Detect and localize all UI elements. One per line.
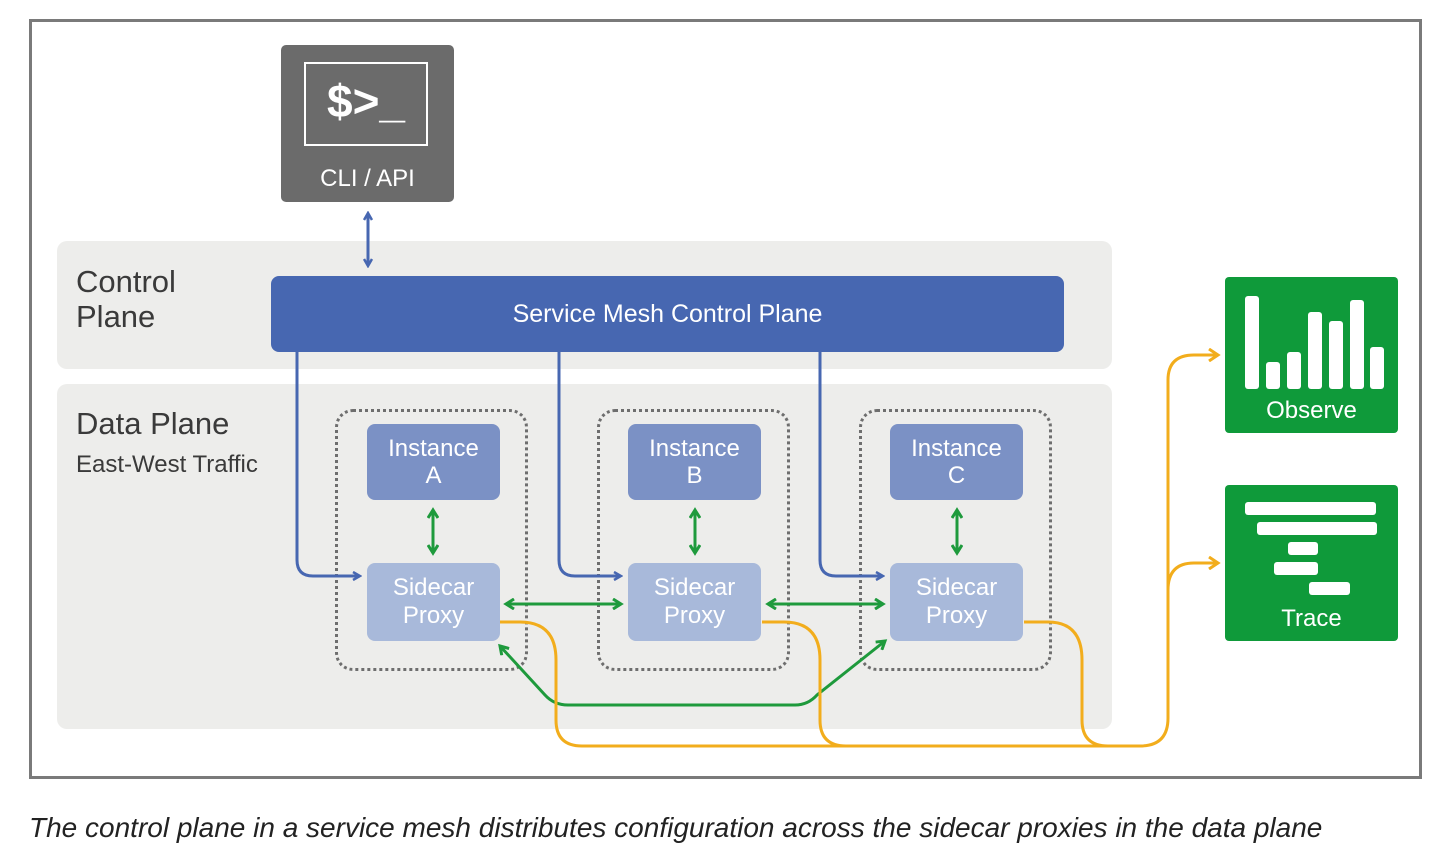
pod-a	[335, 409, 528, 671]
service-mesh-control-plane-label: Service Mesh Control Plane	[512, 299, 823, 328]
data-plane-title: Data Plane	[76, 406, 230, 441]
instance-a: Instance A	[367, 424, 500, 500]
telemetry-line-c	[1024, 620, 1170, 748]
terminal-prompt: $>_	[326, 75, 406, 127]
sidecar-proxy-b-line2: Proxy	[663, 602, 726, 629]
sidecar-proxy-a-line1: Sidecar	[392, 574, 475, 601]
sidecar-proxy-a-line2: Proxy	[402, 602, 465, 629]
instance-b-line1: Instance	[649, 435, 740, 462]
telemetry-line-b	[762, 620, 1110, 748]
pod-b	[597, 409, 790, 671]
instance-b-line2: B	[686, 462, 703, 489]
trace-label: Trace	[1281, 605, 1342, 632]
control-to-proxy-b-arrow	[557, 352, 621, 576]
telemetry-to-observe-arrow	[1166, 355, 1218, 718]
control-to-proxy-a-arrow	[295, 352, 360, 576]
sidecar-proxy-c-line1: Sidecar	[915, 574, 998, 601]
telemetry-to-trace-arrow	[1166, 563, 1218, 591]
control-to-proxy-c-arrow	[818, 352, 883, 576]
service-mesh-control-plane: Service Mesh Control Plane	[271, 276, 1064, 352]
observe-label: Observe	[1266, 397, 1357, 424]
control-plane-label-line2: Plane	[76, 299, 156, 334]
instance-a-line2: A	[425, 462, 442, 489]
instance-b: Instance B	[628, 424, 761, 500]
sidecar-proxy-c-line2: Proxy	[925, 602, 988, 629]
control-plane-label: Control Plane	[76, 264, 176, 334]
cli-api-label: CLI / API	[320, 165, 415, 192]
sidecar-proxy-b: Sidecar Proxy	[628, 563, 761, 641]
proxy-a-c-arrow	[500, 641, 885, 707]
terminal-icon: $>_	[304, 62, 428, 146]
figure-caption: The control plane in a service mesh dist…	[29, 812, 1323, 843]
cli-api-box: $>_ CLI / API	[281, 45, 454, 202]
instance-c-line2: C	[947, 462, 966, 489]
instance-c-line1: Instance	[911, 435, 1002, 462]
data-plane-subtitle: East-West Traffic	[76, 451, 258, 478]
pod-c	[859, 409, 1052, 671]
sidecar-proxy-c: Sidecar Proxy	[890, 563, 1023, 641]
instance-a-line1: Instance	[388, 435, 479, 462]
sidecar-proxy-a: Sidecar Proxy	[367, 563, 500, 641]
sidecar-proxy-b-line1: Sidecar	[653, 574, 736, 601]
telemetry-line-a	[500, 620, 1110, 748]
instance-c: Instance C	[890, 424, 1023, 500]
control-plane-label-line1: Control	[76, 264, 176, 299]
trace-box: Trace	[1225, 485, 1398, 641]
observe-box: Observe	[1225, 277, 1398, 433]
